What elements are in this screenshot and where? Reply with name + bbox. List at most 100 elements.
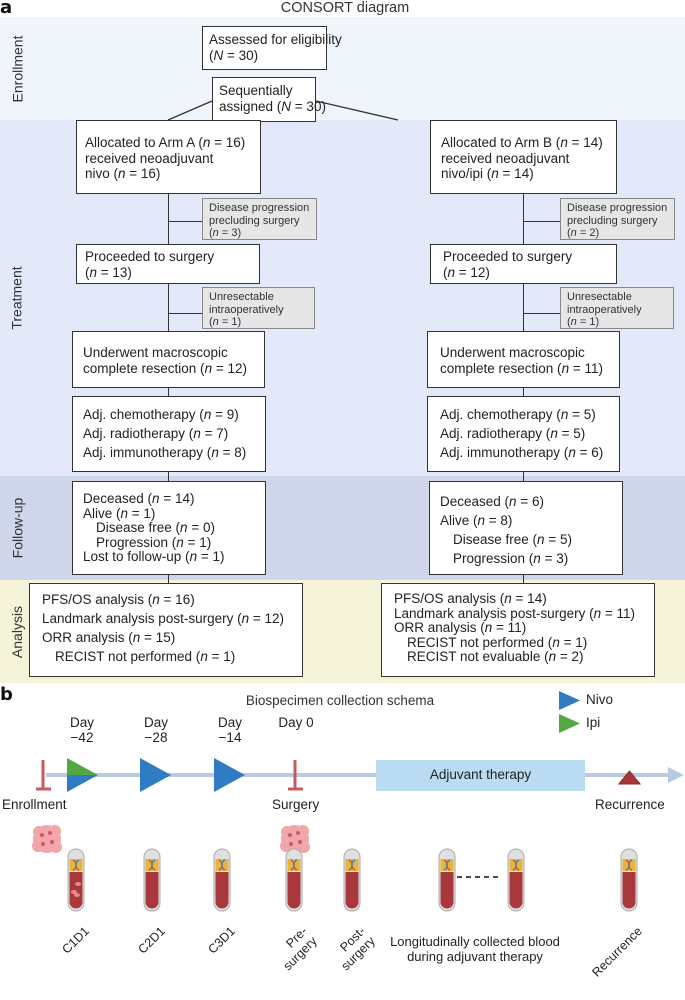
enrollment-band: Enrollment	[0, 17, 685, 120]
tube-recurrence	[620, 848, 638, 912]
arm-a-resection-line: complete resection (n = 12)	[83, 360, 247, 376]
exclusion-line: precluding surgery	[567, 214, 658, 227]
arm-b-analysis-line: ORR analysis (n = 11)	[394, 620, 527, 635]
biospecimen-title: Biospecimen collection schema	[245, 693, 435, 708]
arm-b-resection-line: Underwent macroscopic	[440, 345, 585, 360]
day-label-c3: Day−14	[217, 715, 242, 745]
nivo-legend-icon	[559, 691, 580, 710]
panel-b-letter: b	[0, 684, 13, 705]
arm-b-adjuvant-box: Adj. chemotherapy (n = 5) Adj. radiother…	[427, 396, 620, 472]
recurrence-event-label: Recurrence	[595, 797, 665, 812]
arm-b-follow-up-line: Disease free (n = 5)	[453, 532, 572, 547]
arm-a-allocated-line: received neoadjuvant	[85, 150, 214, 166]
arm-b-follow-up-line: Deceased (n = 6)	[440, 494, 544, 509]
arm-b-adjuvant-line: Adj. radiotherapy (n = 5)	[440, 426, 586, 441]
tube-longitudinal-2	[507, 848, 525, 912]
ipi-legend-icon	[559, 714, 580, 733]
exclusion-line: Unresectable	[209, 291, 274, 303]
arm-a-follow-up-line: Alive (n = 1)	[83, 505, 156, 521]
arm-a-unresectable-exclusion: Unresectable intraoperatively (n = 1)	[202, 287, 315, 329]
arm-a-analysis-line: RECIST not performed (n = 1)	[55, 649, 236, 664]
exclusion-line: Unresectable	[567, 291, 632, 303]
exclusion-line: (n = 1)	[567, 316, 600, 328]
tube-longitudinal-1	[438, 848, 456, 912]
arm-b-analysis-line: PFS/OS analysis (n = 14)	[394, 591, 547, 606]
arm-a-adjuvant-line: Adj. radiotherapy (n = 7)	[83, 426, 229, 441]
tumor-icon-surgery	[280, 825, 310, 853]
arm-b-exclusion-2-connector	[523, 313, 561, 315]
exclusion-line: (n = 1)	[209, 316, 242, 328]
arm-a-analysis-line: PFS/OS analysis (n = 16)	[42, 592, 195, 607]
adjuvant-therapy-label: Adjuvant therapy	[429, 767, 532, 782]
arm-b-surgery-line: Proceeded to surgery	[443, 249, 573, 264]
arm-a-spine	[168, 193, 170, 593]
assessed-line-2: (N = 30)	[209, 47, 259, 63]
tumor-icon-enrollment	[32, 825, 62, 853]
arm-b-resection-box: Underwent macroscopic complete resection…	[427, 331, 620, 388]
arm-b-analysis-line: RECIST not performed (n = 1)	[407, 634, 588, 650]
assigned-box: Sequentially assigned (N = 30)	[212, 77, 326, 122]
arm-b-exclusion-1-connector	[523, 221, 561, 223]
consort-connectors	[167, 100, 399, 121]
arm-a-adjuvant-line: Adj. chemotherapy (n = 9)	[83, 407, 239, 422]
longitudinal-dots	[457, 876, 498, 878]
ipi-dose-c1	[67, 758, 98, 775]
arm-a-follow-up-line: Deceased (n = 14)	[83, 491, 195, 506]
tube-c1d1	[67, 848, 85, 912]
panel-a-letter: a	[0, 0, 13, 18]
ipi-legend-label: Ipi	[586, 715, 601, 730]
arm-a-follow-up-line: Disease free (n = 0)	[96, 520, 215, 535]
connector-to-arm-a	[167, 100, 213, 121]
assessed-box: Assessed for eligibility (N = 30)	[202, 26, 342, 70]
arm-b-follow-up-line: Alive (n = 8)	[440, 513, 513, 528]
consort-title: CONSORT diagram	[280, 0, 410, 16]
arm-b-analysis-box: PFS/OS analysis (n = 14)Landmark analysi…	[381, 583, 655, 677]
timeline-arrowhead	[668, 767, 684, 783]
day-label-surgery: Day 0	[278, 715, 314, 730]
arm-b-allocated-box: Allocated to Arm B (n = 14) received neo…	[430, 120, 617, 194]
assigned-line-1: Sequentially	[219, 83, 293, 98]
exclusion-line: intraoperatively	[567, 303, 642, 316]
sample-label-c1d1: C1D1	[59, 924, 92, 957]
surgery-event-label: Surgery	[272, 797, 320, 812]
sample-label-recurrence: Recurrence	[589, 924, 645, 980]
nivo-dose-c3	[214, 758, 245, 792]
arm-b-follow-up-box: Deceased (n = 6) Alive (n = 8) Disease fre…	[429, 481, 623, 575]
assigned-line-2: assigned (N = 30)	[219, 98, 326, 114]
nivo-dose-c2	[140, 758, 171, 792]
day-label-c1: Day−42	[69, 715, 94, 745]
arm-b-adjuvant-line: Adj. chemotherapy (n = 5)	[440, 407, 596, 422]
sample-label-post-surgery: Post- surgery	[337, 924, 378, 974]
arm-b-analysis-line: RECIST not evaluable (n = 2)	[407, 649, 584, 664]
arm-b-resection-line: complete resection (n = 11)	[440, 360, 603, 376]
enrollment-marker	[36, 760, 51, 791]
arm-a-surgery-box: Proceeded to surgery (n = 13)	[76, 244, 260, 284]
arm-b-analysis-line: Landmark analysis post-surgery (n = 11)	[394, 605, 636, 621]
arm-b-follow-up-line: Progression (n = 3)	[453, 551, 569, 566]
assessed-line-1: Assessed for eligibility	[209, 32, 342, 47]
timeline	[36, 758, 684, 792]
arm-b-unresectable-exclusion: Unresectable intraoperatively (n = 1)	[560, 287, 674, 329]
arm-b-surgery-line: (n = 12)	[443, 264, 490, 280]
arm-a-surgery-line: (n = 13)	[85, 264, 132, 280]
arm-b-surgery-box: Proceeded to surgery (n = 12)	[430, 244, 617, 284]
exclusion-line: Disease progression	[209, 202, 310, 214]
arm-b-spine	[523, 193, 525, 593]
blood-tubes	[67, 848, 638, 912]
arm-a-progression-exclusion: Disease progression precluding surgery (…	[202, 198, 317, 240]
arm-a-allocated-box: Allocated to Arm A (n = 16) received neo…	[76, 120, 261, 194]
arm-b-allocated-line: Allocated to Arm B (n = 14)	[441, 135, 603, 150]
arm-b-allocated-line: nivo/ipi (n = 14)	[441, 166, 534, 181]
arm-a-allocated-line: Allocated to Arm A (n = 16)	[85, 135, 246, 150]
exclusion-line: Disease progression	[567, 202, 668, 214]
legend-icons	[559, 691, 580, 733]
adjuvant-therapy-bar	[376, 760, 585, 791]
sample-label-c3d1: C3D1	[205, 924, 238, 957]
exclusion-line: (n = 2)	[567, 227, 600, 239]
arm-a-surgery-line: Proceeded to surgery	[85, 249, 215, 264]
nivo-legend-label: Nivo	[586, 692, 614, 707]
arm-a-exclusion-2-connector	[168, 313, 203, 315]
arm-a-adjuvant-line: Adj. immunotherapy (n = 8)	[83, 445, 247, 460]
tube-c2d1	[143, 848, 161, 912]
